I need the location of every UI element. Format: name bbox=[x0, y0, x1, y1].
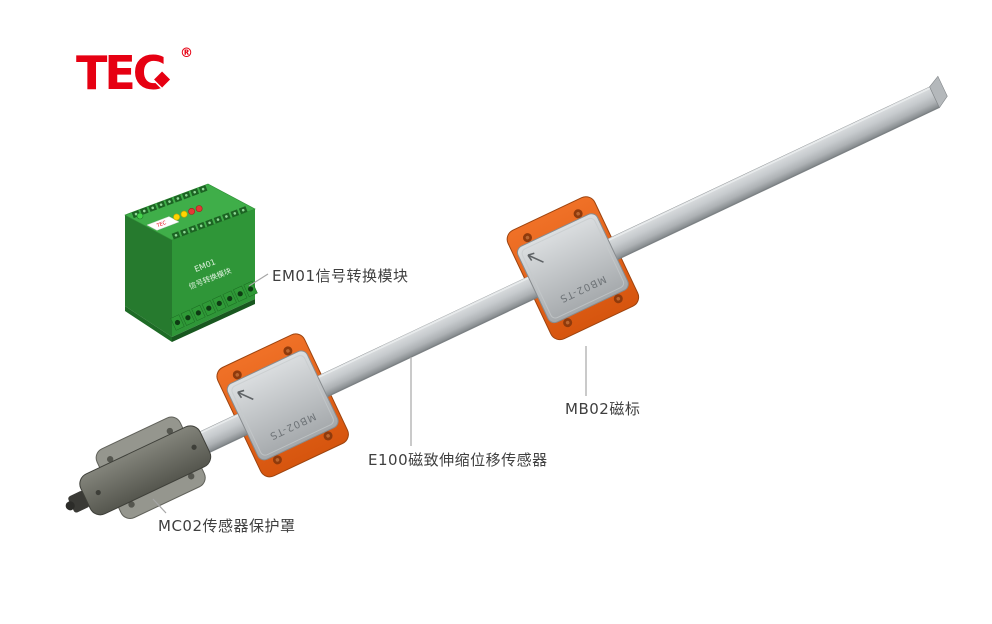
leader-lines bbox=[152, 273, 587, 514]
callout-label-mb02: MB02磁标 bbox=[565, 400, 641, 418]
module-base bbox=[172, 299, 255, 342]
sensor-assembly: MB02-TS MB02-TS bbox=[65, 75, 948, 519]
module-chip-text: TEC bbox=[155, 220, 168, 230]
diamond-icon: ◆ bbox=[154, 66, 171, 90]
registered-mark-icon: ® bbox=[180, 46, 193, 61]
callout-label-e100: E100磁致伸缩位移传感器 bbox=[368, 451, 548, 469]
protective-cover bbox=[65, 425, 212, 516]
direction-arrow-icon bbox=[237, 389, 254, 401]
module-status-leds bbox=[136, 205, 203, 221]
tec-logo: TEC ◆ ® bbox=[76, 46, 196, 102]
magnet-marker-block-1: MB02-TS bbox=[226, 350, 339, 461]
signal-module: TEC EM01 信号转换模块 bbox=[124, 183, 258, 342]
module-label-chip: TEC bbox=[146, 216, 180, 231]
module-base bbox=[125, 306, 172, 342]
callout-label-em01: EM01信号转换模块 bbox=[272, 267, 409, 285]
callout-label-mc02: MC02传感器保护罩 bbox=[158, 517, 296, 535]
direction-arrow-icon bbox=[527, 252, 544, 263]
leader-line-em01 bbox=[248, 273, 269, 287]
bar-end-cap bbox=[929, 75, 948, 109]
leader-line-mc02 bbox=[152, 498, 167, 514]
module-right-face bbox=[172, 209, 255, 337]
logo-text: TEC bbox=[76, 46, 167, 100]
module-left-face bbox=[125, 215, 172, 337]
magnet-marker-block-2: MB02-TS bbox=[516, 213, 629, 324]
